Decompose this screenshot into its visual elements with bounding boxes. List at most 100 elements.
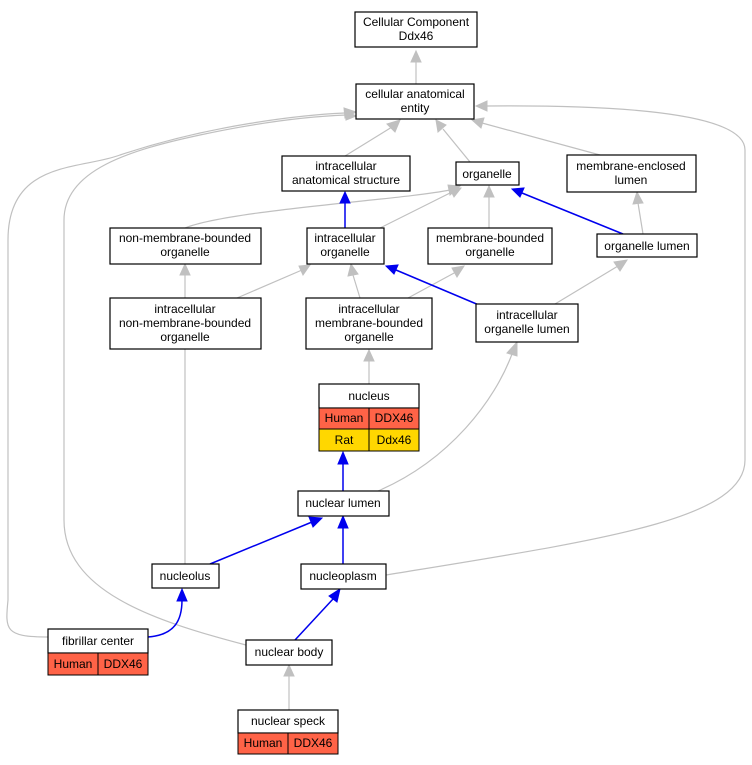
- node-organelle-lumen[interactable]: organelle lumen: [596, 233, 698, 258]
- edge-nbody-to-nucleoplasm: [294, 598, 334, 641]
- edge-ol-to-mel: [637, 202, 644, 235]
- node-membrane-enclosed-lumen[interactable]: membrane-enclosed lumen: [566, 154, 697, 193]
- nucleus-gene-human: DDX46: [375, 411, 414, 425]
- node-non-membrane-bounded-organelle[interactable]: non-membrane-bounded organelle: [109, 227, 262, 265]
- arrowhead-io-from-iol: [384, 264, 399, 275]
- nucleus-rat-gene-cell: [368, 428, 420, 452]
- node-nuclear-speck[interactable]: nuclear speck Human DDX46: [237, 709, 339, 755]
- edge-fc-to-cae: [6, 112, 346, 638]
- nspeck-human-gene-cell: [287, 732, 339, 755]
- node-intracellular-membrane-bounded-organelle[interactable]: intracellular membrane-bounded organelle: [305, 297, 433, 350]
- node-nucleus[interactable]: nucleus Human DDX46 Rat Ddx46: [318, 383, 420, 452]
- node-inmbo-label-2: non-membrane-bounded: [119, 316, 251, 330]
- arrowhead-nucleolus-from-fc: [176, 587, 188, 602]
- node-intracellular-anatomical-structure[interactable]: intracellular anatomical structure: [281, 155, 411, 192]
- node-mel-label-2: lumen: [615, 173, 648, 187]
- arrowhead-io-from-imbo: [347, 262, 359, 277]
- edge-ias-to-cae: [344, 126, 393, 157]
- arrowhead-mbo-from-imbo: [451, 265, 466, 278]
- edge-nmbo-to-organelle: [184, 189, 451, 229]
- node-fc-label: fibrillar center: [62, 634, 134, 648]
- node-intracellular-non-membrane-bounded-organelle[interactable]: intracellular non-membrane-bounded organ…: [109, 297, 262, 350]
- nucleus-species-human: Human: [325, 411, 364, 425]
- edge-organelle-to-cae: [442, 128, 471, 163]
- edge-fc-to-nucleolus: [147, 599, 183, 638]
- node-nucleoplasm[interactable]: nucleoplasm: [300, 563, 387, 590]
- node-io-label-1: intracellular: [314, 231, 375, 245]
- node-root-label-1: Cellular Component: [363, 15, 470, 29]
- node-inmbo-label-1: intracellular: [154, 302, 215, 316]
- node-nucleolus[interactable]: nucleolus: [151, 563, 220, 589]
- nspeck-gene-human: DDX46: [294, 736, 333, 750]
- node-intracellular-organelle[interactable]: intracellular organelle: [306, 227, 385, 265]
- node-root-label-2: Ddx46: [399, 29, 434, 43]
- edge-iol-to-io: [395, 269, 487, 309]
- node-imbo-label-3: organelle: [344, 330, 394, 344]
- node-nucleoplasm-label: nucleoplasm: [309, 569, 376, 583]
- edge-io-to-organelle: [379, 191, 453, 229]
- node-organelle-label: organelle: [462, 167, 512, 181]
- arrowhead-iol-from-nlumen: [506, 340, 518, 357]
- arrowhead-mel-from-ol: [632, 190, 644, 205]
- fc-gene-human: DDX46: [104, 657, 143, 671]
- edge-nucleolus-to-nlumen: [209, 521, 313, 565]
- node-ias-label-2: anatomical structure: [292, 173, 400, 187]
- arrowhead-nlumen-from-nucleolus: [308, 516, 324, 528]
- node-nucleus-label: nucleus: [348, 389, 389, 403]
- node-iol-label-1: intracellular: [496, 308, 557, 322]
- node-mbo-label-2: organelle: [465, 245, 515, 259]
- edges-is-a: [6, 49, 746, 710]
- node-root[interactable]: Cellular Component Ddx46: [354, 11, 478, 48]
- arrowhead-organelle-from-ol: [510, 187, 525, 198]
- node-ol-label: organelle lumen: [604, 239, 689, 253]
- arrowhead-nucleoplasm-from-nbody: [328, 587, 341, 603]
- node-inmbo-label-3: organelle: [160, 330, 210, 344]
- arrowhead-nmbo-from-inmbo: [179, 262, 191, 276]
- node-mel-label-1: membrane-enclosed: [576, 159, 685, 173]
- arrowhead-ias-from-io: [339, 190, 351, 204]
- node-nbody-label: nuclear body: [255, 645, 324, 659]
- edges-part-of: [147, 187, 624, 641]
- edge-ol-to-organelle: [521, 192, 624, 235]
- arrowhead-nlumen-from-nucleoplasm: [337, 514, 349, 529]
- arrowhead-cae-from-organelle: [435, 119, 447, 133]
- nucleus-gene-rat: Ddx46: [377, 433, 412, 447]
- node-imbo-label-1: intracellular: [338, 302, 399, 316]
- node-nlumen-label: nuclear lumen: [305, 496, 380, 510]
- edge-mel-to-cae: [481, 122, 601, 156]
- node-cae-label-2: entity: [401, 101, 430, 115]
- arrowhead-organelle-from-io: [448, 186, 462, 198]
- edge-nbody-to-cae: [63, 114, 347, 646]
- node-ias-label-1: intracellular: [315, 159, 376, 173]
- arrowhead-nbody-from-nspeck: [283, 663, 295, 677]
- arrowhead-cae-from-ias: [386, 119, 401, 133]
- arrowhead-cae-from-mel: [470, 117, 485, 129]
- edge-inmbo-to-io: [236, 269, 303, 299]
- node-nucleolus-label: nucleolus: [160, 569, 211, 583]
- arrowhead-io-from-inmbo: [298, 264, 312, 277]
- arrowhead-nucleus-from-nlumen: [337, 450, 349, 465]
- node-nuclear-body[interactable]: nuclear body: [245, 639, 333, 666]
- node-membrane-bounded-organelle[interactable]: membrane-bounded organelle: [427, 227, 553, 265]
- node-organelle[interactable]: organelle: [455, 161, 520, 186]
- fc-human-gene-cell: [97, 652, 149, 676]
- node-nmbo-label-1: non-membrane-bounded: [119, 231, 251, 245]
- edge-nlumen-to-iol: [377, 353, 513, 492]
- node-nuclear-lumen[interactable]: nuclear lumen: [297, 490, 390, 517]
- node-fibrillar-center[interactable]: fibrillar center Human DDX46: [47, 628, 149, 676]
- arrowhead-organelle-from-mbo: [483, 184, 495, 198]
- node-nmbo-label-2: organelle: [160, 245, 210, 259]
- node-mbo-label-1: membrane-bounded: [436, 231, 544, 245]
- nucleus-species-rat: Rat: [335, 433, 354, 447]
- nspeck-species-human: Human: [244, 736, 283, 750]
- arrowhead-imbo-from-nucleus: [363, 348, 375, 362]
- node-cae-label-1: cellular anatomical: [365, 87, 464, 101]
- node-iol-label-2: organelle lumen: [484, 322, 569, 336]
- node-intracellular-organelle-lumen[interactable]: intracellular organelle lumen: [475, 303, 579, 343]
- arrowhead-cae-from-nucleoplasm: [474, 100, 488, 112]
- node-cellular-anatomical-entity[interactable]: cellular anatomical entity: [355, 83, 475, 120]
- edge-imbo-to-io: [352, 274, 361, 299]
- arrowhead-ol-from-iol: [613, 259, 629, 272]
- node-io-label-2: organelle: [320, 245, 370, 259]
